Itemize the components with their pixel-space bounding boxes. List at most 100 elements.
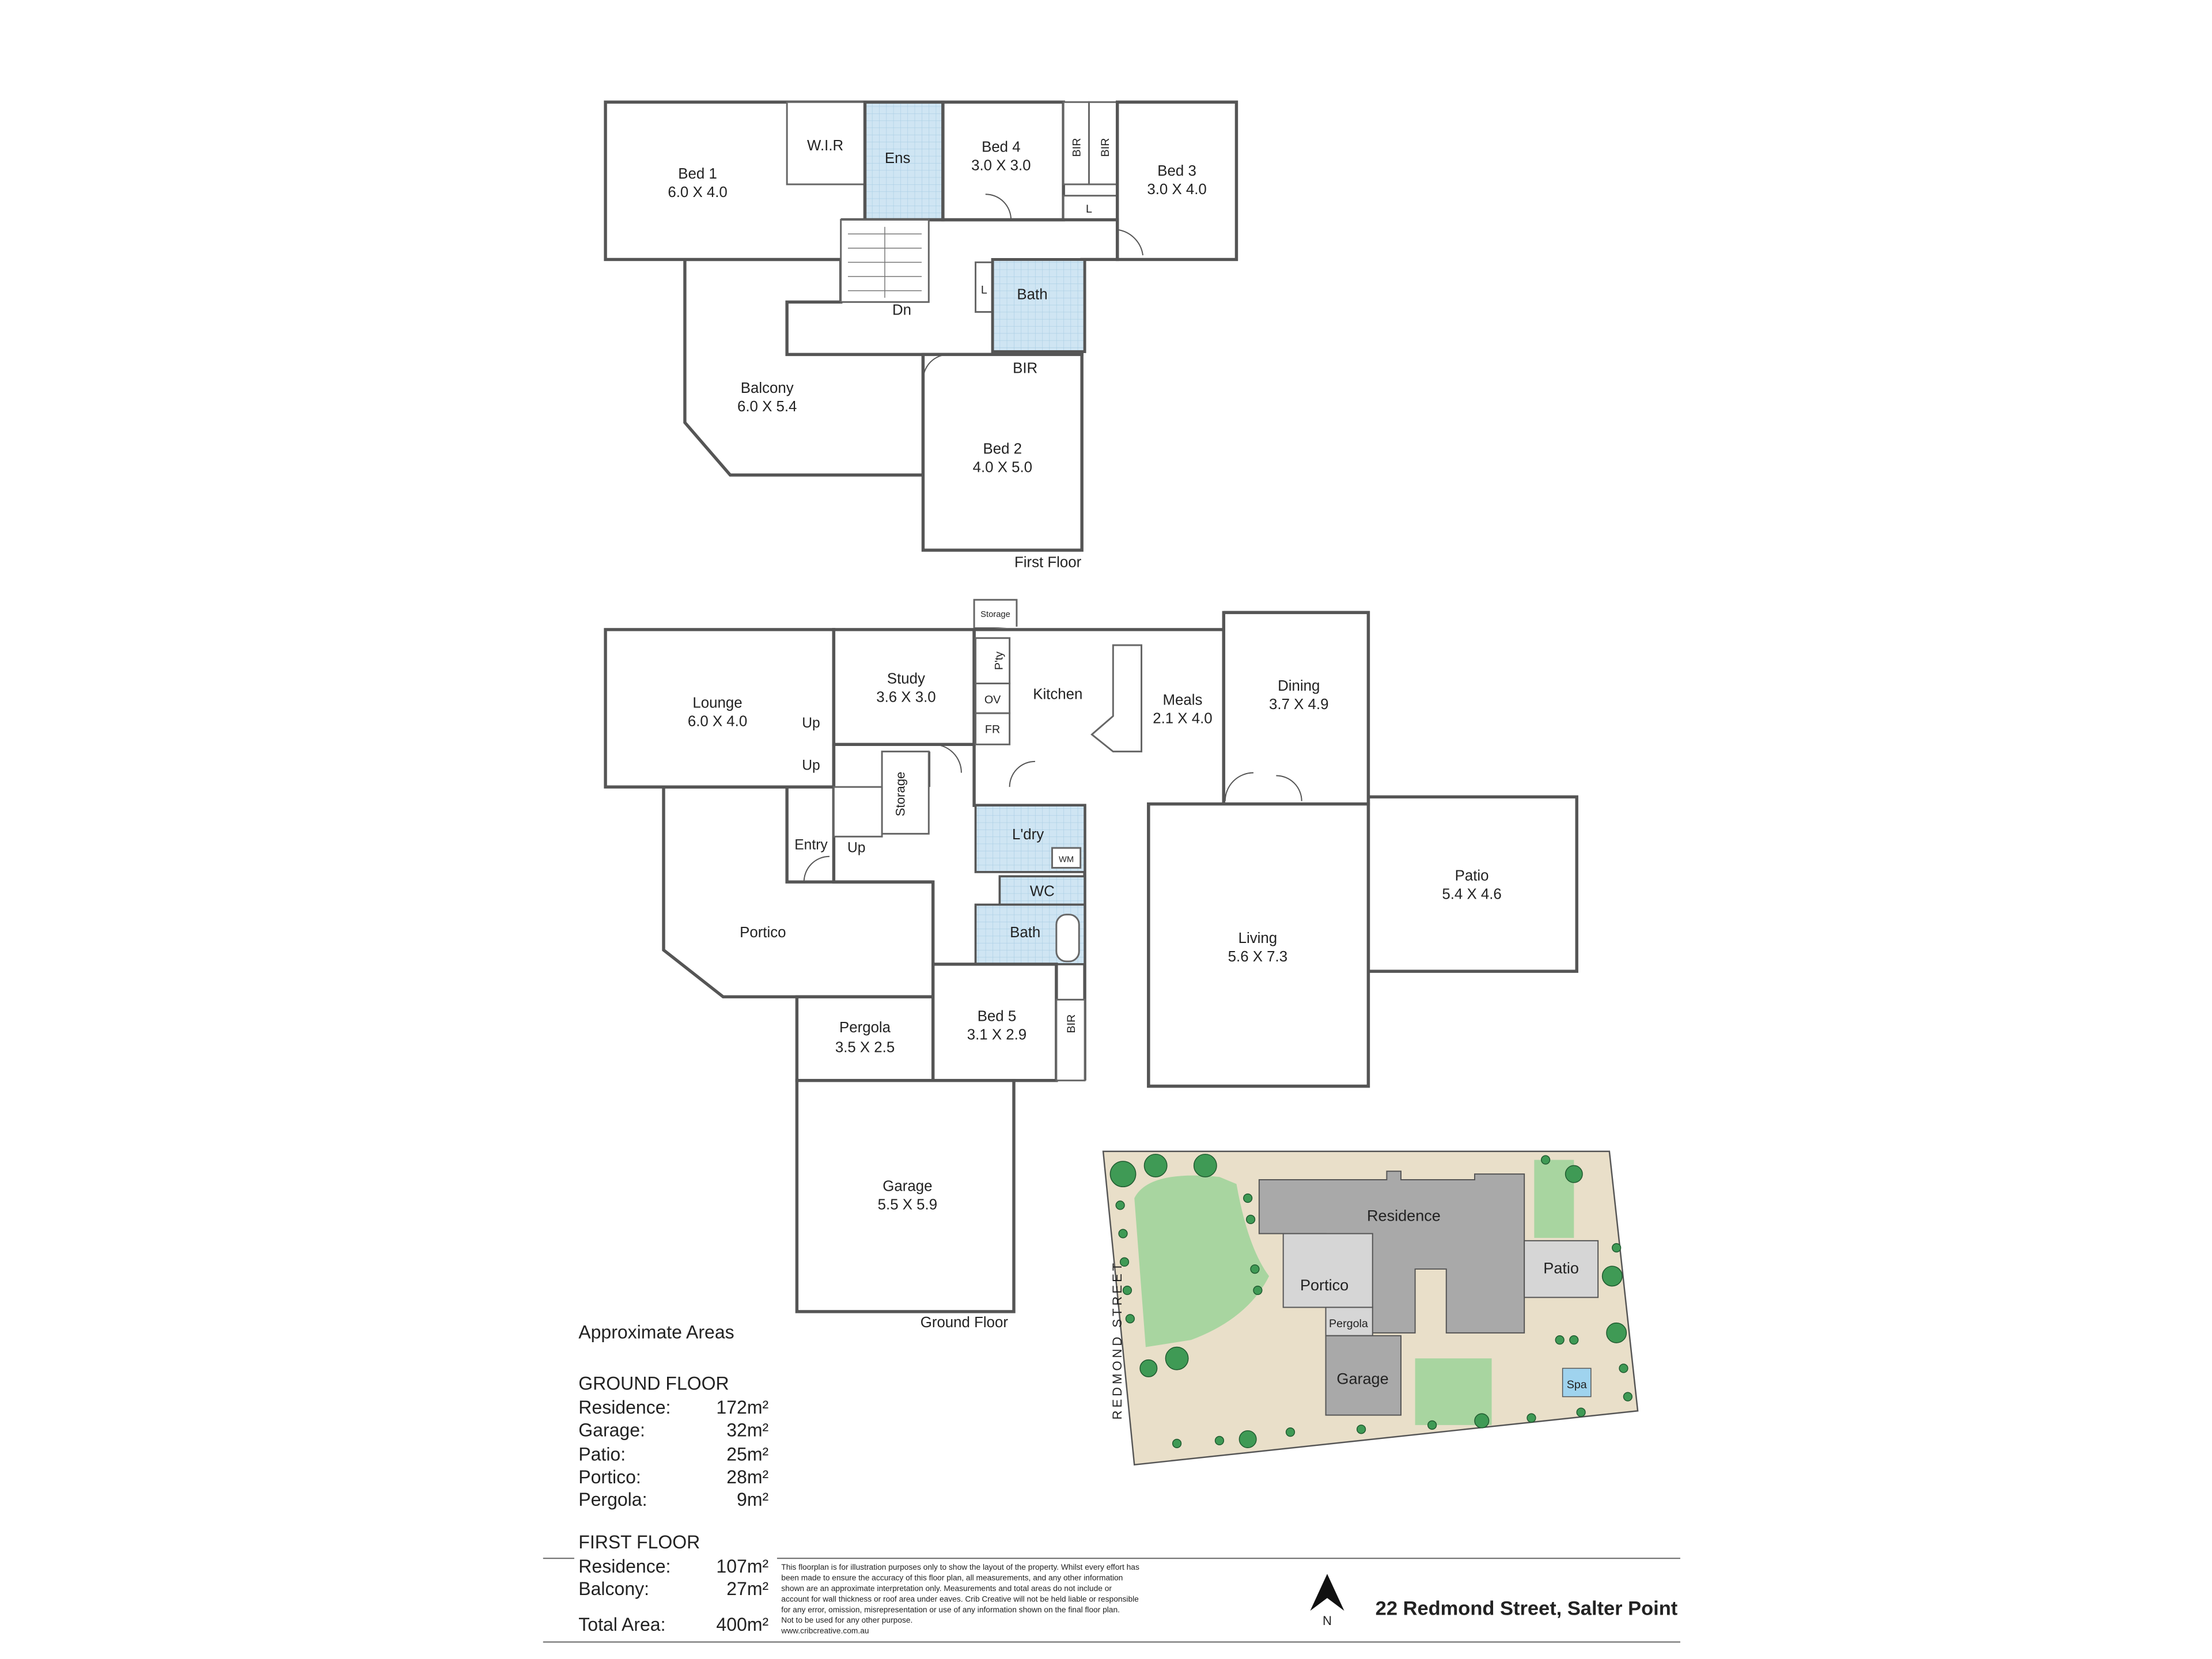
floor-title: Ground Floor <box>921 1315 1009 1331</box>
room-name: WC <box>1030 884 1055 900</box>
room-name: L <box>981 284 987 297</box>
room-name: Patio <box>1455 868 1489 884</box>
site-spa <box>1562 1368 1592 1397</box>
door-swing <box>1117 229 1143 256</box>
room-dims: 3.7 X 4.9 <box>1269 696 1328 713</box>
portico <box>662 785 935 999</box>
bathtub <box>1055 914 1080 963</box>
room-name: Storage <box>980 610 1010 619</box>
bed2 <box>921 353 1084 552</box>
total-area-label: Total Area: <box>578 1614 665 1635</box>
room-name: Ens <box>885 150 911 166</box>
room-name: Bed 5 <box>978 1008 1017 1024</box>
front-lawn <box>1134 1175 1270 1347</box>
site-label-garage: Garage <box>1336 1369 1388 1387</box>
stairs-label: Dn <box>892 302 911 318</box>
patio <box>1366 795 1578 973</box>
kitchen-bench <box>1090 644 1143 753</box>
room-name: WM <box>1059 855 1074 865</box>
room-dims: 5.6 X 7.3 <box>1228 949 1287 965</box>
area-label: Residence: <box>578 1397 671 1418</box>
disclaimer-line: Not to be used for any other purpose. <box>781 1616 912 1624</box>
room-name: Dining <box>1278 678 1320 694</box>
room-name: FR <box>985 724 1000 736</box>
bath-first <box>991 258 1086 353</box>
room-name: Lounge <box>692 695 742 711</box>
room-name: L'dry <box>1012 827 1044 843</box>
room-dims: 3.5 X 2.5 <box>835 1039 895 1055</box>
room-name: Bed 1 <box>678 166 717 182</box>
compass-label: N <box>1323 1613 1332 1628</box>
entry-stairs <box>832 786 883 838</box>
area-label: Pergola: <box>578 1489 647 1510</box>
site-portico <box>1282 1233 1373 1308</box>
storage-top <box>973 599 1018 629</box>
fridge <box>975 712 1011 745</box>
area-label: Residence: <box>578 1556 671 1577</box>
site-patio <box>1524 1240 1599 1298</box>
site-label-spa: Spa <box>1567 1378 1587 1391</box>
area-value: 27m² <box>726 1578 768 1599</box>
total-area-value: 400m² <box>716 1614 768 1635</box>
door-swing <box>1224 772 1302 801</box>
stair-treads <box>848 226 922 298</box>
site-label-patio: Patio <box>1543 1259 1579 1277</box>
areas-summary: Approximate Areas GROUND FLOOR Residence… <box>578 1322 768 1635</box>
room-dims: 6.0 X 5.4 <box>737 399 797 415</box>
area-value: 9m² <box>737 1489 768 1510</box>
stairs-label: Up <box>802 758 820 774</box>
room-name: BIR <box>1013 360 1037 376</box>
door-swing <box>933 744 962 773</box>
room-name: OV <box>984 694 1001 706</box>
site-plan: Residence Patio Portico Pergola Garage S… <box>1102 1150 1639 1466</box>
room-name: Balcony <box>741 380 794 396</box>
areas-heading: Approximate Areas <box>578 1322 734 1343</box>
pergola <box>795 995 935 1082</box>
area-value: 172m² <box>716 1397 768 1418</box>
area-value: 28m² <box>726 1467 768 1487</box>
area-label: Balcony: <box>578 1578 649 1599</box>
site-label-pergola: Pergola <box>1329 1317 1368 1330</box>
door-swing <box>1009 760 1035 787</box>
room-name: Bed 3 <box>1157 163 1196 179</box>
stairs-label: Up <box>802 715 820 731</box>
room-name: Portico <box>740 925 786 941</box>
north-arrow-icon <box>1310 1574 1344 1611</box>
room-dims: 3.1 X 2.9 <box>967 1027 1027 1043</box>
door-swing <box>985 194 1012 220</box>
site-garage <box>1325 1335 1402 1416</box>
room-name: Garage <box>882 1179 932 1195</box>
stairs-label: Up <box>847 840 865 855</box>
area-value: 107m² <box>716 1556 768 1577</box>
door-swing <box>803 855 830 882</box>
room-name: Storage <box>893 772 907 817</box>
room-dims: 3.6 X 3.0 <box>876 689 935 705</box>
property-address: 22 Redmond Street, Salter Point <box>1376 1598 1678 1620</box>
room-dims: 3.0 X 4.0 <box>1147 181 1206 198</box>
ground-floor-heading: GROUND FLOOR <box>578 1373 729 1393</box>
room-name: Meals <box>1162 692 1202 708</box>
door-swing <box>922 354 949 380</box>
room-dims: 3.0 X 3.0 <box>971 157 1031 173</box>
disclaimer-line: shown are an approximate interpretation … <box>781 1584 1112 1593</box>
garage <box>795 1078 1016 1313</box>
bed4 <box>941 100 1065 222</box>
room-name: Bath <box>1017 286 1047 302</box>
living <box>1147 802 1370 1088</box>
site-label-residence: Residence <box>1367 1206 1441 1224</box>
area-label: Patio: <box>578 1444 626 1464</box>
room-name: BIR <box>1065 1014 1078 1033</box>
area-value: 32m² <box>726 1420 768 1441</box>
area-label: Garage: <box>578 1420 645 1441</box>
site-trees <box>1109 1153 1633 1448</box>
room-name: Bath <box>1010 925 1040 941</box>
room-name: Bed 4 <box>982 139 1021 155</box>
room-name: Study <box>887 671 925 687</box>
ensuite <box>863 100 945 222</box>
disclaimer-line: This floorplan is for illustration purpo… <box>781 1563 1139 1571</box>
room-dims: 2.1 X 4.0 <box>1153 710 1212 726</box>
room-name: P'ty <box>993 652 1005 670</box>
room-dims: 5.4 X 4.6 <box>1442 887 1501 903</box>
washing-machine <box>1051 847 1082 869</box>
